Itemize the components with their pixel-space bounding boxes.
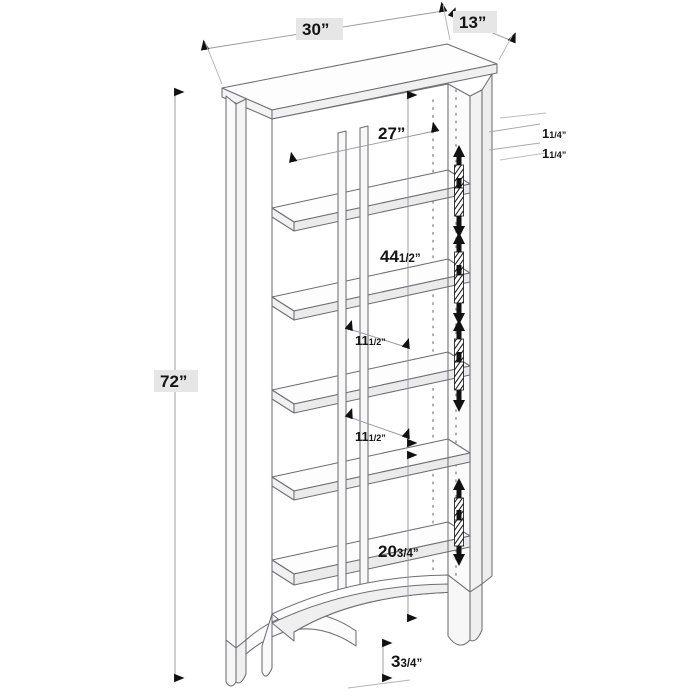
- thickness-bottom-leader: [488, 142, 541, 151]
- shelf-adjust-arrow-1: [453, 145, 465, 238]
- dim-label-width: 30”: [296, 18, 343, 40]
- dim-label-thickness-bottom: 11/4”: [542, 146, 566, 161]
- thickness-top-leader: [488, 123, 541, 133]
- thickness-top-unit: ”: [562, 130, 567, 140]
- depth-unit: ”: [478, 13, 487, 32]
- dim-label-upper-section: 441/2”: [380, 247, 421, 266]
- thickness-top-frac: 1/4: [549, 130, 562, 140]
- lower-section-frac: 3/4: [397, 548, 414, 560]
- svg-text:111/2”: 111/2”: [355, 429, 386, 444]
- dim-label-thickness-top: 11/4”: [542, 126, 566, 141]
- top-panel: [221, 43, 498, 120]
- svg-text:11/4”: 11/4”: [542, 146, 566, 161]
- legs: [225, 574, 483, 687]
- upper-section-unit: ”: [415, 253, 421, 265]
- svg-text:111/2”: 111/2”: [355, 333, 386, 348]
- opening-b-frac: 1/2: [369, 433, 382, 443]
- base-clearance-value: 3: [391, 652, 400, 671]
- opening-b-unit: ”: [381, 433, 386, 443]
- base-clearance-unit: ”: [416, 658, 422, 670]
- upper-section-value: 44: [380, 247, 399, 266]
- opening-a-value: 11: [355, 333, 369, 348]
- opening-a-dim-line: [344, 319, 410, 350]
- upper-section-frac: 1/2: [399, 253, 415, 265]
- opening-a-frac: 1/2: [369, 337, 382, 347]
- svg-text:441/2”: 441/2”: [380, 247, 421, 266]
- thickness-top-value: 1: [542, 126, 549, 141]
- dim-label-interior-width: 27”: [378, 124, 405, 143]
- width-unit: ”: [321, 20, 330, 39]
- svg-text:33/4”: 33/4”: [391, 652, 422, 671]
- dim-label-depth: 13”: [453, 11, 497, 33]
- interior-width-value: 27: [378, 124, 397, 143]
- interior-width-unit: ”: [397, 124, 406, 143]
- shelf-adjust-arrow-2: [453, 232, 465, 325]
- svg-text:27”: 27”: [378, 124, 405, 143]
- shelf-adjust-arrow-4: [453, 478, 465, 566]
- svg-text:72”: 72”: [160, 372, 187, 391]
- lower-section-unit: ”: [413, 548, 419, 560]
- dim-label-height: 72”: [154, 370, 198, 392]
- opening-b-dim-line: [344, 408, 410, 440]
- left-side-panel: [225, 95, 247, 649]
- opening-a-unit: ”: [381, 337, 386, 347]
- adjustable-shelf-indicators: [453, 145, 465, 566]
- dim-label-lower-section: 203/4”: [378, 542, 419, 561]
- base-clearance-frac: 3/4: [400, 658, 417, 670]
- width-value: 30: [302, 20, 321, 39]
- svg-text:203/4”: 203/4”: [378, 542, 419, 561]
- opening-b-value: 11: [355, 429, 369, 444]
- lower-section-value: 20: [378, 542, 397, 561]
- dim-label-base-clearance: 33/4”: [391, 652, 422, 671]
- svg-text:13”: 13”: [459, 13, 486, 32]
- depth-value: 13: [459, 13, 478, 32]
- svg-text:30”: 30”: [302, 20, 329, 39]
- dim-label-opening-b: 111/2”: [355, 429, 386, 444]
- shelf-adjust-arrow-3: [453, 319, 465, 412]
- height-unit: ”: [179, 372, 188, 391]
- thickness-bottom-frac: 1/4: [549, 150, 562, 160]
- svg-text:11/4”: 11/4”: [542, 126, 566, 141]
- thickness-bottom-value: 1: [542, 146, 549, 161]
- dim-label-opening-a: 111/2”: [355, 333, 386, 348]
- height-value: 72: [160, 372, 179, 391]
- thickness-bottom-unit: ”: [562, 150, 567, 160]
